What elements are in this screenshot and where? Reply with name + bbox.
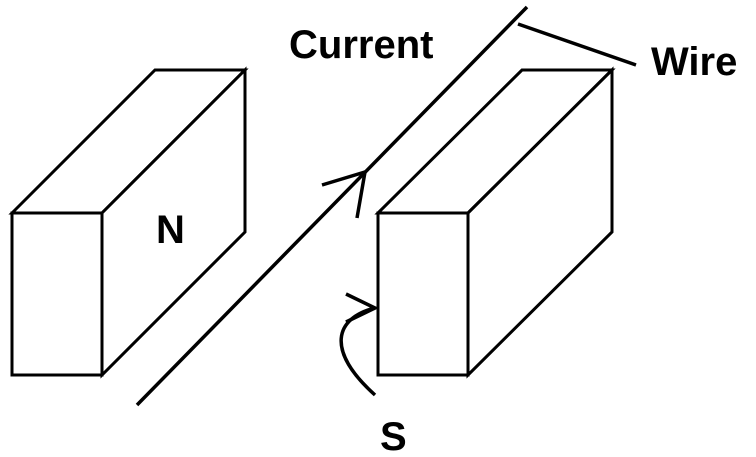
current-label: Current	[289, 23, 433, 67]
south-pole-label: S	[380, 415, 407, 457]
south-pole-pointer-head	[345, 292, 380, 324]
north-pole-label: N	[156, 208, 185, 252]
south-magnet	[374, 66, 616, 379]
wire	[135, 5, 529, 407]
north-magnet	[8, 66, 249, 379]
wire-label-leader	[517, 22, 637, 67]
wire-label: Wire	[651, 40, 737, 84]
north-magnet-front-face	[10, 211, 104, 377]
current-arrow	[321, 169, 368, 219]
south-magnet-front-face	[376, 211, 470, 377]
